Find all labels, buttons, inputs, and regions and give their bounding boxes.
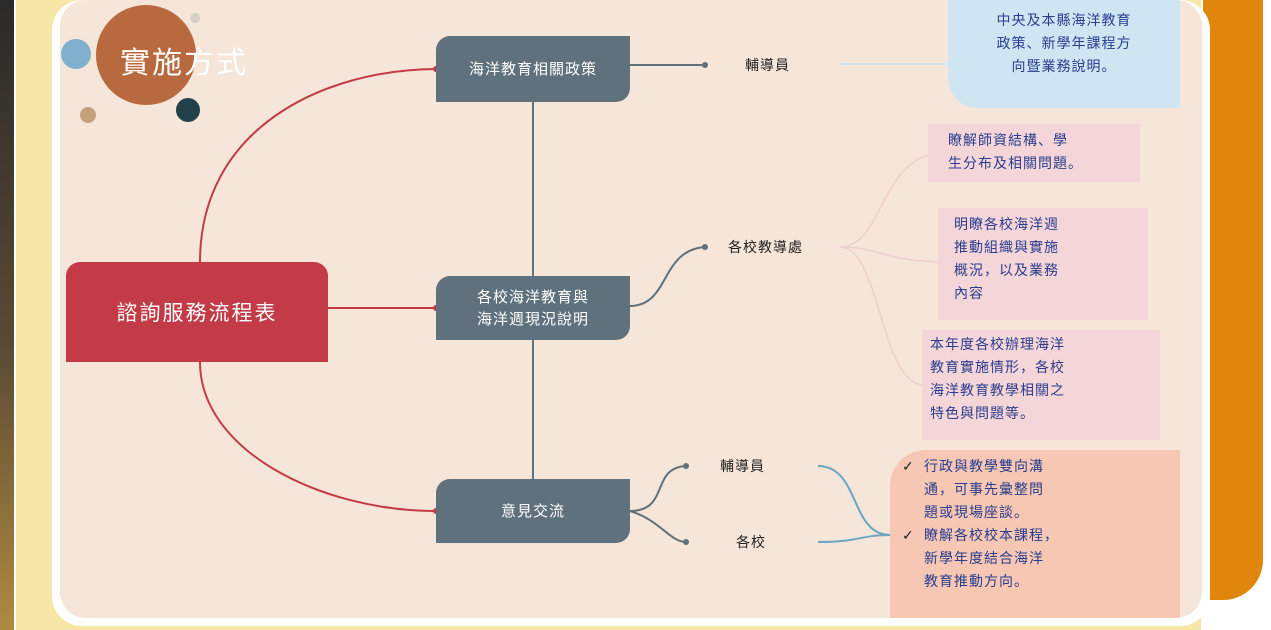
edge-exchange-note <box>817 465 891 543</box>
note-organization-line: 內容 <box>954 286 984 302</box>
note-policy-line: 中央及本縣海洋教育 <box>996 13 1132 29</box>
note-organization-line: 推動組織與實施 <box>954 240 1059 256</box>
deco-circle-blue <box>61 39 91 69</box>
note-policy-line: 向暨業務說明。 <box>1011 59 1117 75</box>
note-organization: 明瞭各校海洋週 推動組織與實施 概況，以及業務 內容 <box>938 208 1148 320</box>
note-organization-line: 概況，以及業務 <box>954 263 1059 279</box>
note-teachers: 瞭解師資結構、學 生分布及相關問題。 <box>928 124 1140 182</box>
leaf-advisor-policy: 輔導員 <box>745 58 790 74</box>
branch-status: 各校海洋教育與 海洋週現況說明 <box>436 276 630 340</box>
note-exchange-text: 瞭解各校校本課程， <box>924 528 1059 544</box>
leaf-school-office: 各校教導處 <box>728 240 803 256</box>
edge-office-notes <box>839 154 939 386</box>
deco-circle-tan <box>80 107 96 123</box>
connector-lines <box>61 5 948 545</box>
right-accent-bar <box>1201 0 1271 630</box>
note-teachers-line: 瞭解師資結構、學 <box>948 133 1068 149</box>
root-node: 諮詢服務流程表 <box>66 262 328 362</box>
left-edge-strip <box>0 0 16 630</box>
branch-status-line1: 各校海洋教育與 <box>476 288 589 306</box>
note-implementation-line: 本年度各校辦理海洋 <box>930 337 1065 353</box>
note-exchange-text: 教育推動方向。 <box>924 574 1029 590</box>
edge-exchange-advisor <box>629 465 687 512</box>
leaf-advisor-exchange: 輔導員 <box>720 459 765 475</box>
slide: 實施方式 諮詢服務流程表 海洋教育相關政策 各校海洋教育與 海洋週現況說明 意見… <box>60 0 1202 618</box>
note-implementation: 本年度各校辦理海洋 教育實施情形，各校 海洋教育教學相關之 特色與問題等。 <box>922 330 1160 440</box>
deco-circle-dark <box>176 98 200 122</box>
note-exchange-item2: ✓ 瞭解各校校本課程， <box>902 525 1180 548</box>
note-implementation-line: 教育實施情形，各校 <box>930 360 1065 376</box>
note-exchange-item1: ✓ 行政與教學雙向溝 <box>902 456 1180 479</box>
note-teachers-line: 生分布及相關問題。 <box>948 156 1083 172</box>
note-policy-line: 政策、新學年課程方 <box>996 36 1132 52</box>
slide-title: 實施方式 <box>120 46 248 81</box>
check-icon: ✓ <box>902 528 915 544</box>
note-exchange-text: 題或現場座談。 <box>924 505 1029 521</box>
branch-policy: 海洋教育相關政策 <box>436 36 630 102</box>
edge-root-policy <box>199 68 437 263</box>
note-implementation-line: 特色與問題等。 <box>930 406 1035 422</box>
note-exchange: ✓ 行政與教學雙向溝 通，可事先彙整問 題或現場座談。 ✓ 瞭解各校校本課程， 新學… <box>890 450 1180 618</box>
edge-root-exchange <box>199 361 437 512</box>
edge-status-office <box>629 246 706 307</box>
note-organization-line: 明瞭各校海洋週 <box>954 217 1059 233</box>
check-icon: ✓ <box>902 459 915 475</box>
note-exchange-text: 新學年度結合海洋 <box>924 551 1044 567</box>
note-exchange-text: 行政與教學雙向溝 <box>924 459 1044 475</box>
branch-status-line2: 海洋週現況說明 <box>476 310 589 328</box>
deco-circle-brown <box>96 5 196 105</box>
edge-exchange-school <box>629 510 687 543</box>
note-policy: 中央及本縣海洋教育 政策、新學年課程方 向暨業務說明。 <box>948 0 1180 108</box>
deco-circle-grey <box>190 13 200 23</box>
branch-exchange: 意見交流 <box>436 479 630 543</box>
note-implementation-line: 海洋教育教學相關之 <box>930 383 1065 399</box>
leaf-school-exchange: 各校 <box>736 535 766 551</box>
note-exchange-text: 通，可事先彙整問 <box>924 482 1044 498</box>
